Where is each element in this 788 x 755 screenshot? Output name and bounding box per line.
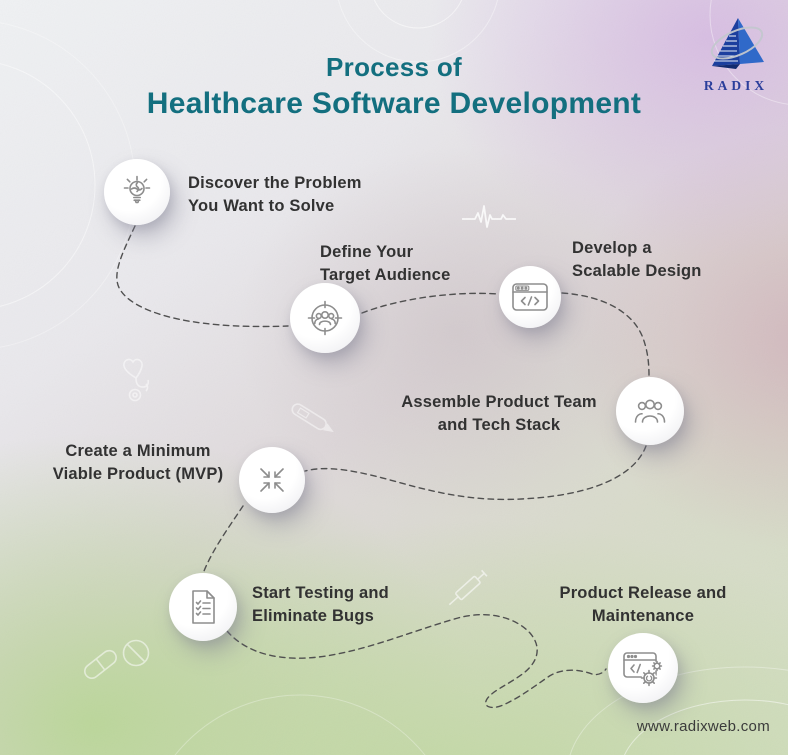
target-audience-icon	[307, 300, 343, 336]
step-node-release	[608, 633, 678, 703]
team-icon	[634, 399, 666, 423]
step-label-testing: Start Testing and Eliminate Bugs	[252, 584, 389, 625]
tablet-pill-icon	[122, 639, 150, 667]
title-line-1: Process of	[326, 52, 462, 82]
step-node-mvp	[239, 447, 305, 513]
step-node-discover	[104, 159, 170, 225]
step-node-testing	[169, 573, 237, 641]
pill-capsule-icon	[84, 649, 117, 680]
step-label-audience: Define Your Target Audience	[320, 243, 451, 284]
website-url: www.radixweb.com	[636, 718, 770, 735]
converge-arrows-icon	[260, 468, 284, 492]
thermometer-icon	[291, 403, 334, 433]
stethoscope-icon	[123, 358, 150, 402]
step-label-release: Product Release and Maintenance	[559, 584, 727, 625]
checklist-icon	[192, 590, 215, 624]
radix-logo: RADIX	[699, 16, 773, 94]
step-label-discover: Discover the Problem You Want to Solve	[188, 174, 362, 215]
code-window-icon	[512, 283, 548, 311]
step-label-team: Assemble Product Team and Tech Stack	[401, 393, 597, 434]
step-node-audience	[290, 283, 360, 353]
step-label-design: Develop a Scalable Design	[572, 239, 702, 280]
ecg-line-icon	[462, 205, 516, 228]
idea-bulb-icon	[123, 175, 151, 204]
radix-pyramid-icon	[710, 18, 764, 69]
step-label-mvp: Create a Minimum Viable Product (MVP)	[52, 442, 224, 483]
syringe-icon	[448, 569, 488, 606]
step-node-team	[616, 377, 684, 445]
radix-brand-text: RADIX	[703, 78, 769, 93]
title-line-2: Healthcare Software Development	[146, 87, 642, 120]
step-node-design	[499, 266, 561, 328]
release-gear-icon	[623, 652, 663, 687]
